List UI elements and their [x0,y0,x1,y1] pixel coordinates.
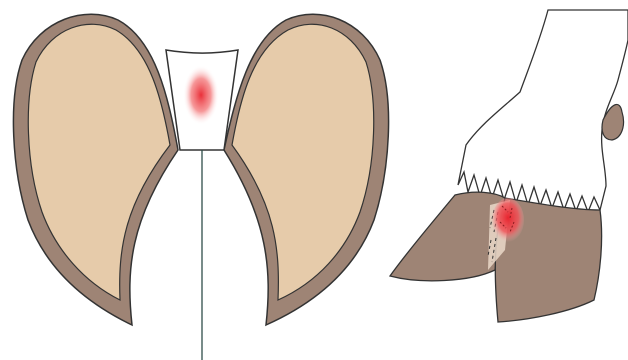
rear-claw [390,192,505,281]
side-lesion [492,198,524,242]
sole-view [13,14,388,360]
side-view [390,10,628,322]
interdigital-lesion [183,65,219,125]
leg-skin [458,10,628,212]
